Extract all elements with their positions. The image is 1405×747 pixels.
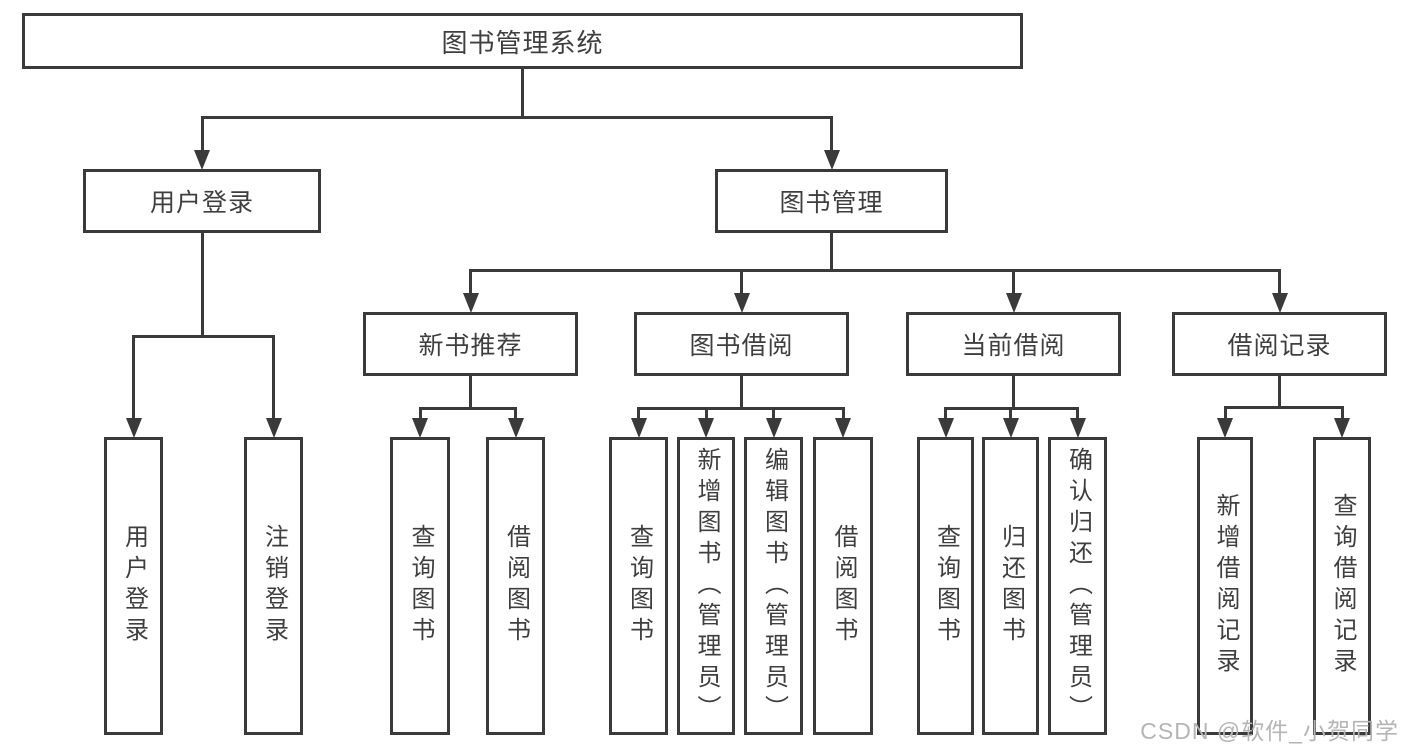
connector-drop [1278, 270, 1281, 296]
node-box-book-borrowing: 图书借阅 [634, 312, 849, 376]
connector-stem [200, 233, 204, 336]
node-box-root: 图书管理系统 [22, 13, 1023, 69]
connector-drop [841, 408, 845, 421]
node-box-leaf-bor-edit-book: 编辑图书（管理员） [744, 437, 803, 735]
node-box-leaf-cur-confirm-return: 确认归还（管理员） [1048, 437, 1107, 735]
node-box-leaf-search-borrow-record: 查询借阅记录 [1313, 437, 1371, 735]
connector-drop [1076, 408, 1079, 421]
arrow-down-icon [630, 418, 647, 438]
arrow-down-icon [1217, 418, 1233, 438]
connector-drop [1223, 407, 1227, 421]
connector-stem [830, 233, 833, 270]
connector-stem [469, 376, 472, 408]
node-label-leaf-rec-borrow-book: 借阅图书 [502, 524, 530, 648]
node-box-borrowing-records: 借阅记录 [1172, 312, 1387, 376]
arrow-down-icon [1334, 418, 1350, 438]
connector-stem [1278, 376, 1281, 407]
connector-bus [132, 334, 275, 338]
connector-drop [1009, 408, 1012, 421]
arrow-down-icon [1005, 293, 1022, 313]
arrow-down-icon [1271, 293, 1288, 313]
node-box-leaf-rec-search-book: 查询图书 [390, 437, 450, 735]
node-box-leaf-rec-borrow-book: 借阅图书 [486, 437, 545, 735]
node-label-leaf-cur-confirm-return: 确认归还（管理员） [1064, 446, 1092, 726]
node-box-leaf-logout: 注销登录 [244, 437, 303, 735]
connector-bus [1223, 405, 1344, 409]
node-box-book-management: 图书管理 [715, 169, 948, 233]
arrow-down-icon [823, 150, 840, 170]
node-label-leaf-cur-search-book: 查询图书 [932, 524, 960, 648]
arrow-down-icon [765, 418, 782, 438]
connector-drop [830, 117, 833, 153]
node-label-leaf-add-borrow-record: 新增借阅记录 [1212, 493, 1239, 679]
connector-drop [772, 408, 775, 421]
arrow-down-icon [835, 418, 851, 438]
connector-drop [704, 408, 708, 421]
arrow-down-icon [125, 418, 142, 438]
node-label-leaf-rec-search-book: 查询图书 [407, 524, 434, 648]
node-label-root: 图书管理系统 [441, 27, 604, 58]
connector-drop [944, 408, 947, 421]
node-label-leaf-logout: 注销登录 [260, 524, 288, 648]
node-box-current-borrowing: 当前借阅 [906, 312, 1121, 376]
node-box-leaf-add-borrow-record: 新增借阅记录 [1197, 437, 1253, 735]
arrow-down-icon [1002, 418, 1019, 438]
node-label-new-book-recommend: 新书推荐 [418, 332, 523, 360]
node-label-leaf-cur-return-book: 归还图书 [997, 524, 1025, 648]
arrow-down-icon [412, 418, 428, 438]
arrow-down-icon [265, 418, 282, 438]
connector-stem [740, 376, 743, 408]
arrow-down-icon [1069, 418, 1086, 438]
connector-drop [418, 408, 422, 421]
node-box-new-book-recommend: 新书推荐 [363, 312, 578, 376]
node-box-leaf-bor-add-book: 新增图书（管理员） [677, 437, 735, 735]
node-box-leaf-cur-search-book: 查询图书 [917, 437, 974, 735]
node-label-leaf-search-borrow-record: 查询借阅记录 [1329, 493, 1356, 679]
node-label-leaf-bor-search-book: 查询图书 [625, 524, 653, 648]
arrow-down-icon [733, 293, 750, 313]
connector-bus [418, 406, 517, 410]
arrow-down-icon [462, 293, 479, 313]
node-label-leaf-bor-borrow-book: 借阅图书 [830, 524, 857, 648]
node-box-leaf-user-login: 用户登录 [104, 437, 163, 735]
node-label-book-borrowing: 图书借阅 [689, 332, 794, 360]
node-label-book-management: 图书管理 [779, 189, 884, 217]
arrow-down-icon [698, 418, 714, 438]
node-label-leaf-bor-add-book: 新增图书（管理员） [693, 446, 720, 726]
node-label-user-login: 用户登录 [149, 189, 254, 217]
connector-stem [1012, 376, 1015, 408]
connector-drop [469, 270, 472, 296]
node-label-current-borrowing: 当前借阅 [961, 332, 1066, 360]
connector-drop [1012, 270, 1015, 296]
connector-stem [521, 69, 524, 117]
node-label-leaf-bor-edit-book: 编辑图书（管理员） [760, 446, 788, 726]
connector-drop [200, 117, 204, 153]
connector-drop [637, 408, 640, 421]
connector-bus [200, 115, 833, 119]
connector-bus [637, 406, 845, 410]
connector-drop [740, 270, 743, 296]
connector-drop [272, 336, 275, 421]
connector-drop [132, 336, 135, 421]
arrow-down-icon [937, 418, 954, 438]
node-label-leaf-user-login: 用户登录 [120, 524, 148, 648]
csdn-watermark: CSDN @软件_小贺同学 [1140, 718, 1399, 744]
node-box-user-login: 用户登录 [83, 169, 321, 233]
node-box-leaf-bor-search-book: 查询图书 [609, 437, 668, 735]
node-label-borrowing-records: 借阅记录 [1227, 332, 1332, 360]
connector-drop [514, 408, 517, 421]
arrow-down-icon [507, 418, 524, 438]
node-box-leaf-cur-return-book: 归还图书 [982, 437, 1039, 735]
arrow-down-icon [194, 150, 210, 170]
connector-bus [469, 268, 1281, 272]
node-box-leaf-bor-borrow-book: 借阅图书 [813, 437, 873, 735]
connector-drop [1340, 407, 1344, 421]
